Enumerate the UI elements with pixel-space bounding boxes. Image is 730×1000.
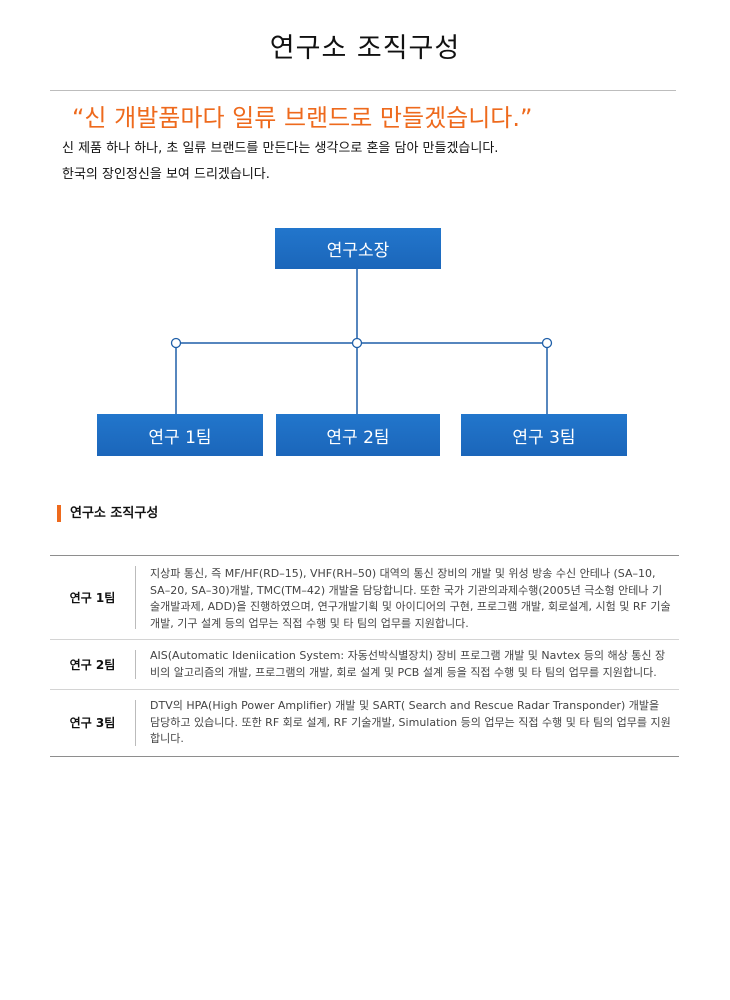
page-title: 연구소 조직구성 — [269, 33, 461, 64]
slogan: “신 개발품마다 일류 브랜드로 만들겠습니다.” — [72, 104, 533, 132]
team-table: 연구 1팀 지상파 통신, 즉 MF/HF(RD–15), VHF(RH–50)… — [50, 555, 679, 757]
team-name: 연구 2팀 — [69, 658, 116, 672]
team-description: DTV의 HPA(High Power Amplifier) 개발 및 SART… — [150, 699, 671, 745]
connector-node-left — [170, 337, 182, 349]
section-heading: 연구소 조직구성 — [57, 505, 158, 522]
table-row: 연구 2팀 AIS(Automatic Ideniication System:… — [50, 639, 679, 689]
intro-line-2: 한국의 장인정신을 보여 드리겠습니다. — [62, 167, 270, 182]
team-name: 연구 1팀 — [69, 591, 116, 605]
org-box-team-1: 연구 1팀 — [97, 414, 263, 456]
row-divider — [135, 650, 136, 679]
connector-node-center — [351, 337, 363, 349]
org-box-team-3-label: 연구 3팀 — [512, 427, 576, 448]
team-description: 지상파 통신, 즉 MF/HF(RD–15), VHF(RH–50) 대역의 통… — [150, 567, 671, 630]
row-divider — [135, 700, 136, 746]
connector-node-right — [541, 337, 553, 349]
table-row: 연구 3팀 DTV의 HPA(High Power Amplifier) 개발 … — [50, 689, 679, 756]
org-box-team-2: 연구 2팀 — [276, 414, 440, 456]
org-box-team-2-label: 연구 2팀 — [326, 427, 390, 448]
org-box-team-1-label: 연구 1팀 — [148, 427, 212, 448]
row-divider — [135, 566, 136, 629]
title-divider — [50, 90, 676, 91]
intro-line-1: 신 제품 하나 하나, 초 일류 브랜드를 만든다는 생각으로 혼을 담아 만들… — [62, 141, 499, 156]
org-box-director-label: 연구소장 — [326, 241, 390, 261]
team-description: AIS(Automatic Ideniication System: 자동선박식… — [150, 649, 666, 679]
table-row: 연구 1팀 지상파 통신, 즉 MF/HF(RD–15), VHF(RH–50)… — [50, 556, 679, 639]
org-box-team-3: 연구 3팀 — [461, 414, 627, 456]
team-name: 연구 3팀 — [69, 716, 116, 731]
org-chart-connectors — [170, 269, 553, 414]
org-box-director: 연구소장 — [275, 228, 441, 269]
